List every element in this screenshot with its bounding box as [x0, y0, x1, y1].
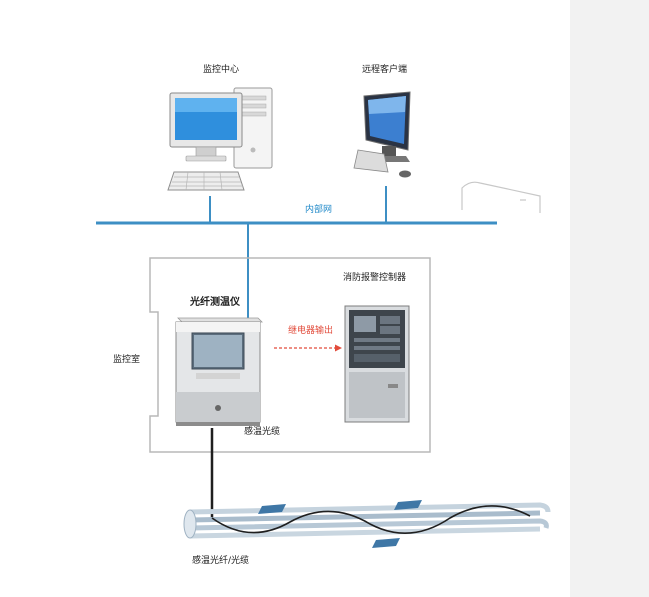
label-intranet: 内部网: [305, 205, 333, 215]
label-sensing-cable: 感温光缆: [244, 427, 281, 437]
label-monitoring-room: 监控室: [113, 355, 141, 365]
intranet-bus: [96, 186, 497, 320]
right-side-panel: [570, 0, 649, 597]
label-fiber-thermometer: 光纤测温仪: [190, 297, 240, 308]
remote-workstation-icon: [353, 91, 411, 178]
relay-output-arrow: [274, 344, 342, 352]
desktop-computer-icon: [167, 87, 273, 191]
label-remote-client: 远程客户端: [362, 65, 408, 75]
fire-alarm-cabinet: [344, 305, 410, 423]
monitoring-room-box: [149, 257, 431, 453]
label-sensing-fiber-cable: 感温光纤/光缆: [192, 556, 250, 566]
label-fire-alarm-controller: 消防报警控制器: [343, 273, 407, 283]
wall-outline: [461, 181, 541, 213]
label-monitoring-center: 监控中心: [203, 65, 240, 75]
cable-tunnel-graphic: [183, 500, 551, 548]
fiber-thermometer-device: [175, 317, 263, 426]
label-relay-output: 继电器输出: [288, 326, 334, 336]
